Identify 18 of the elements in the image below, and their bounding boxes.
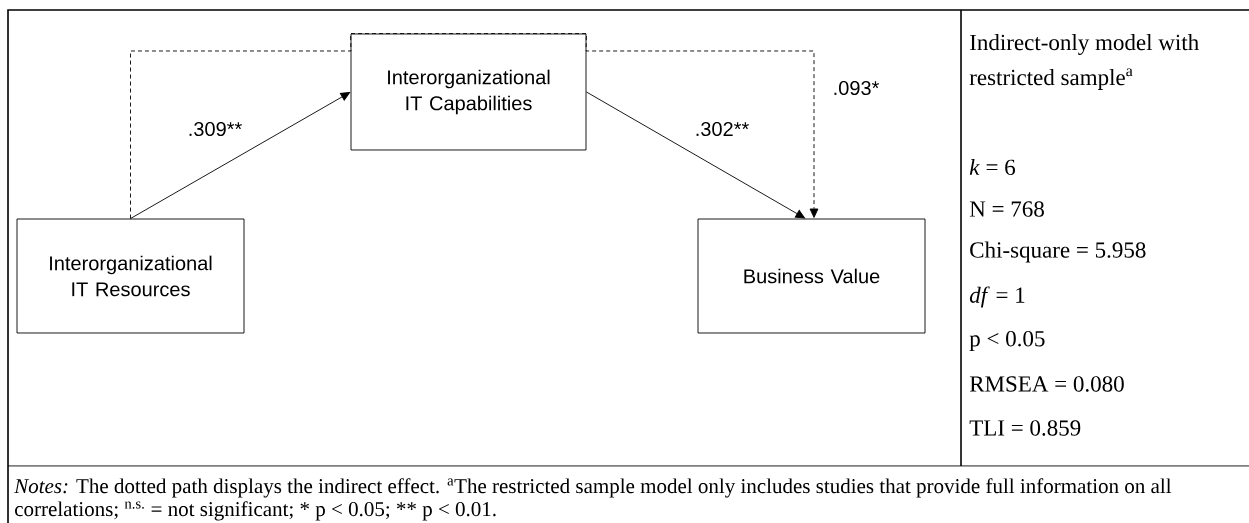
fit-statistic: df = 1 (969, 286, 1025, 308)
path-arrow (130, 33, 819, 219)
path-arrow (586, 91, 805, 219)
variable-box: Interorganizational IT Capabilities (350, 33, 587, 151)
fit-statistic: TLI = 0.859 (969, 420, 1081, 436)
notes-text: Notes: The dotted path displays the indirect effect. $^{a}$The restricted sample model only includes studies that provide full information on all correlations; $^{n.s.}$ = not significant; * p < 0.05; ** p < 0.01. (14, 478, 1172, 521)
path-coefficient: .309** (189, 121, 242, 137)
fit-statistic: N = 768 (969, 201, 1044, 217)
variable-box: Interorganizational IT Resources (16, 218, 245, 334)
fit-statistic: k = 6 (969, 158, 1016, 176)
variable-box: Business Value (697, 218, 926, 334)
path-coefficient: .093* (834, 80, 880, 96)
fit-statistic: p < 0.05 (969, 330, 1045, 352)
fit-statistic: RMSEA = 0.080 (969, 376, 1124, 392)
fit-statistic: Indirect-only model with restricted sample$^{a}$ (969, 34, 1199, 90)
path-coefficient: .302** (696, 121, 749, 137)
path-arrow (130, 92, 351, 219)
fit-statistic: Chi-square = 5.958 (970, 241, 1146, 263)
